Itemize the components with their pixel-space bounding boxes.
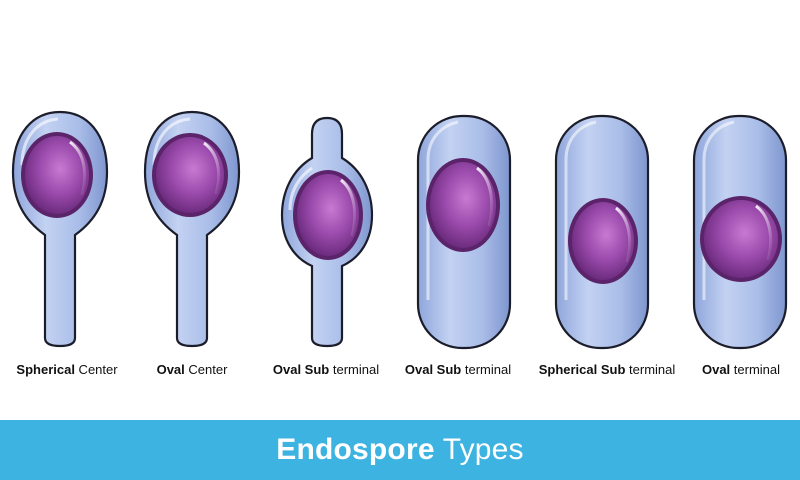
- title-regular: Types: [442, 433, 524, 466]
- cell-oval-subterminal-swollen: [280, 116, 374, 348]
- type-label-1: Spherical Center: [16, 362, 118, 377]
- title-bold: Endospore: [276, 433, 435, 466]
- cell-spherical-subterminal: [554, 114, 650, 350]
- spore: [297, 174, 359, 256]
- type-label-5: Spherical Sub terminal: [538, 362, 676, 377]
- type-labels: Spherical Center Oval Center Oval Sub te…: [0, 362, 800, 382]
- cell-shine: [426, 120, 459, 300]
- title-banner: Endospore Types: [0, 420, 800, 480]
- cell-shine: [564, 120, 597, 300]
- type-label-6: Oval terminal: [701, 362, 781, 377]
- spore: [704, 200, 778, 278]
- cell-shine: [288, 166, 313, 211]
- spore-highlight: [614, 206, 632, 263]
- cell-shine: [702, 120, 735, 300]
- cell-shine: [20, 117, 59, 166]
- cell-oval-center: [143, 110, 241, 348]
- cell-spherical-center: [11, 110, 109, 348]
- endospore-diagram: [11, 110, 788, 350]
- spore-highlight: [755, 204, 773, 261]
- cell-oval-terminal: [692, 114, 788, 350]
- spore: [156, 137, 224, 213]
- spore-highlight: [203, 141, 221, 195]
- spore: [25, 136, 89, 214]
- type-label-2: Oval Center: [156, 362, 228, 377]
- cell-oval-subterminal-rod: [416, 114, 512, 350]
- cell-shine: [152, 117, 191, 166]
- type-label-3: Oval Sub terminal: [272, 362, 380, 377]
- type-label-4: Oval Sub terminal: [404, 362, 512, 377]
- spore-highlight: [69, 140, 87, 196]
- spore: [430, 162, 496, 248]
- page-title: Endospore Types: [276, 433, 524, 467]
- spore: [572, 202, 634, 280]
- spore-highlight: [476, 166, 494, 227]
- spore-highlight: [339, 178, 357, 237]
